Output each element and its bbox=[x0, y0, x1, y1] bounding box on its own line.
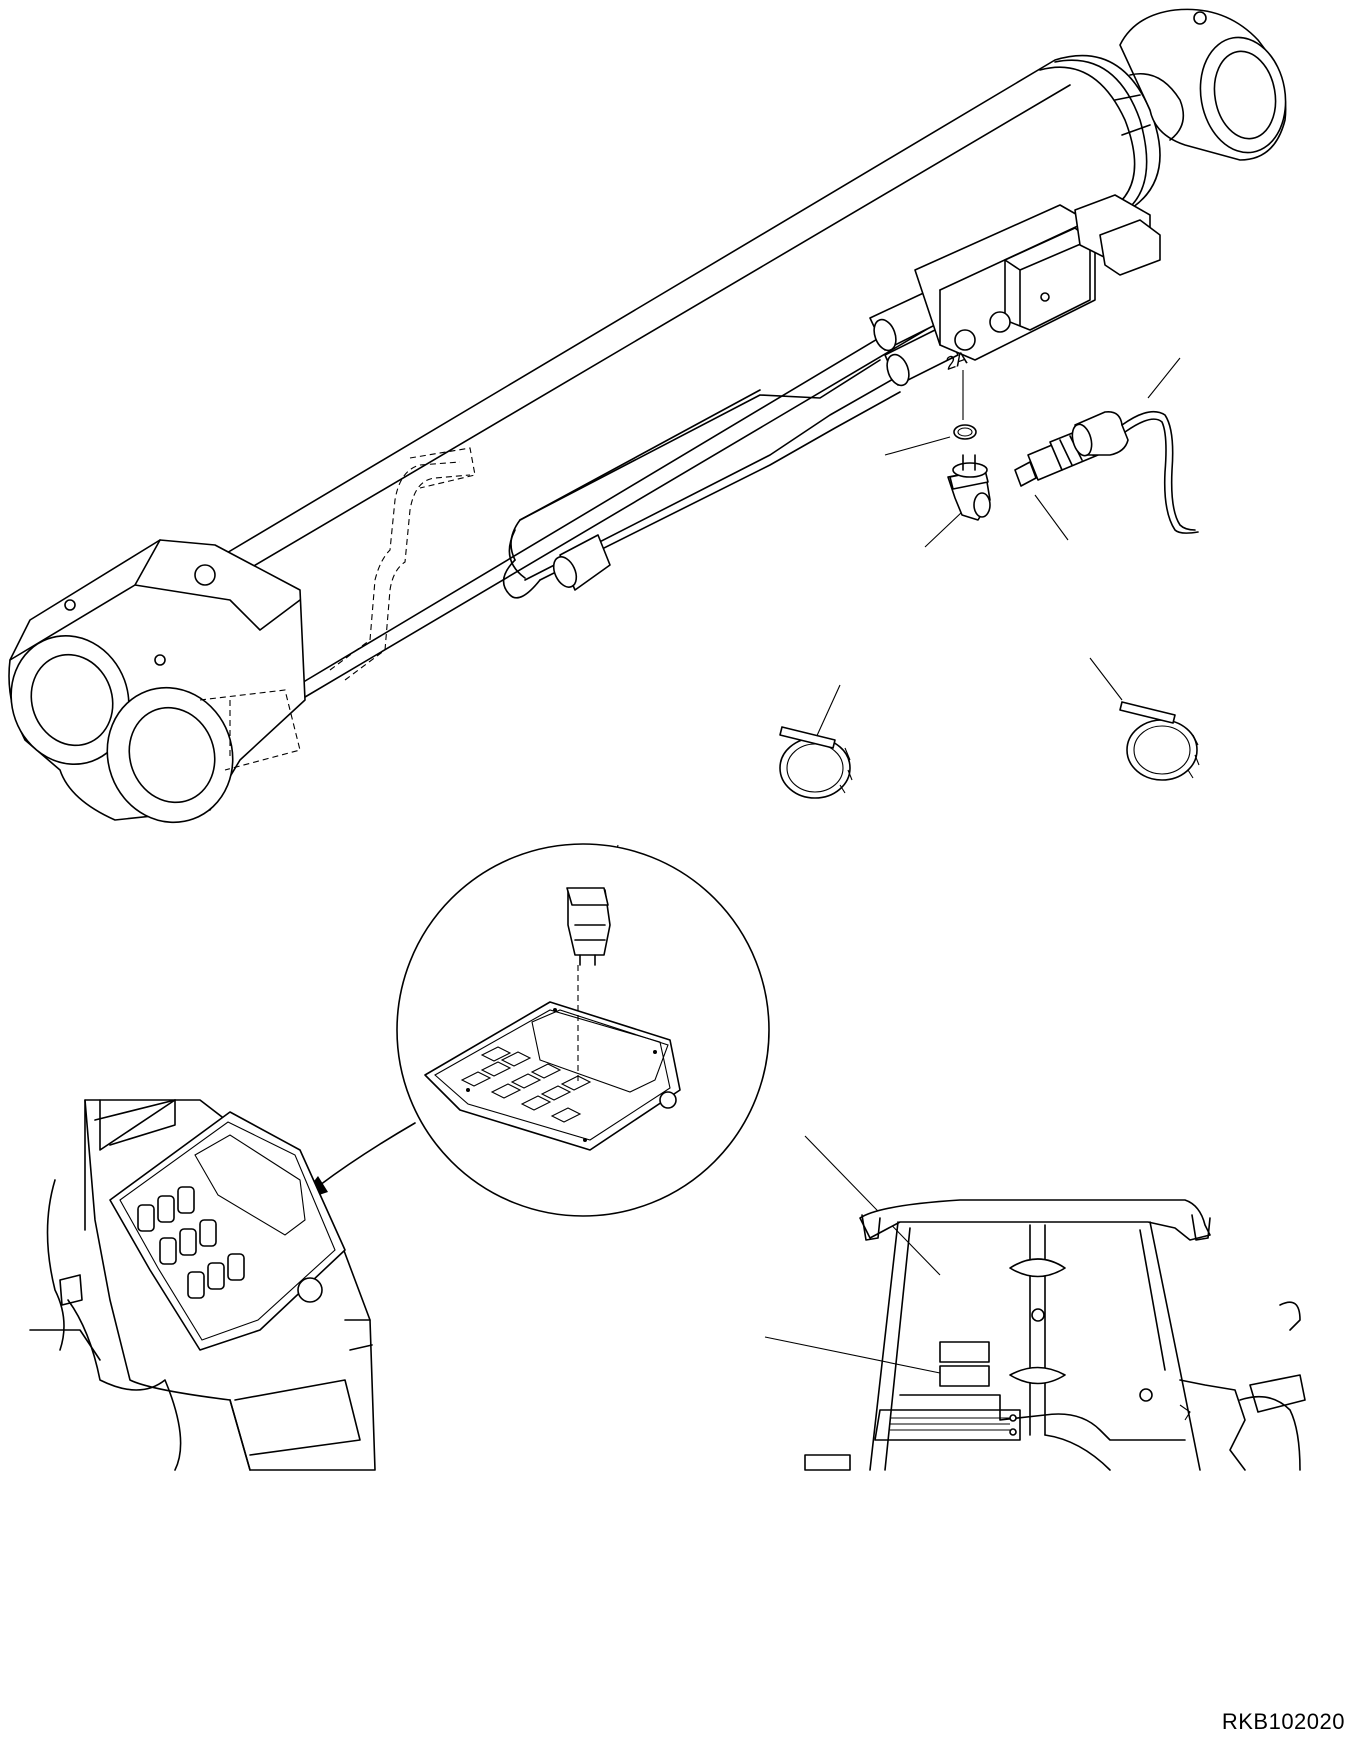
cable-tie-left-icon bbox=[779, 726, 853, 799]
switch-panel-detail bbox=[396, 843, 770, 1217]
hydraulic-cylinder-icon bbox=[8, 8, 1287, 824]
wire-harness-icon bbox=[1071, 410, 1199, 534]
cab-icon bbox=[804, 1199, 1306, 1471]
o-ring-icon bbox=[953, 424, 977, 440]
elbow-fitting-icon bbox=[947, 454, 991, 521]
decal-upper-icon bbox=[939, 1341, 990, 1363]
valve-block-icon: 2A bbox=[914, 194, 1161, 374]
decal-lower-icon bbox=[939, 1365, 990, 1387]
rocker-switch-icon bbox=[566, 887, 611, 966]
console-icon bbox=[29, 1099, 376, 1471]
cable-tie-right-icon bbox=[1119, 701, 1200, 781]
reference-code: RKB102020 bbox=[1221, 1709, 1345, 1734]
leader-lines bbox=[594, 357, 1181, 1374]
